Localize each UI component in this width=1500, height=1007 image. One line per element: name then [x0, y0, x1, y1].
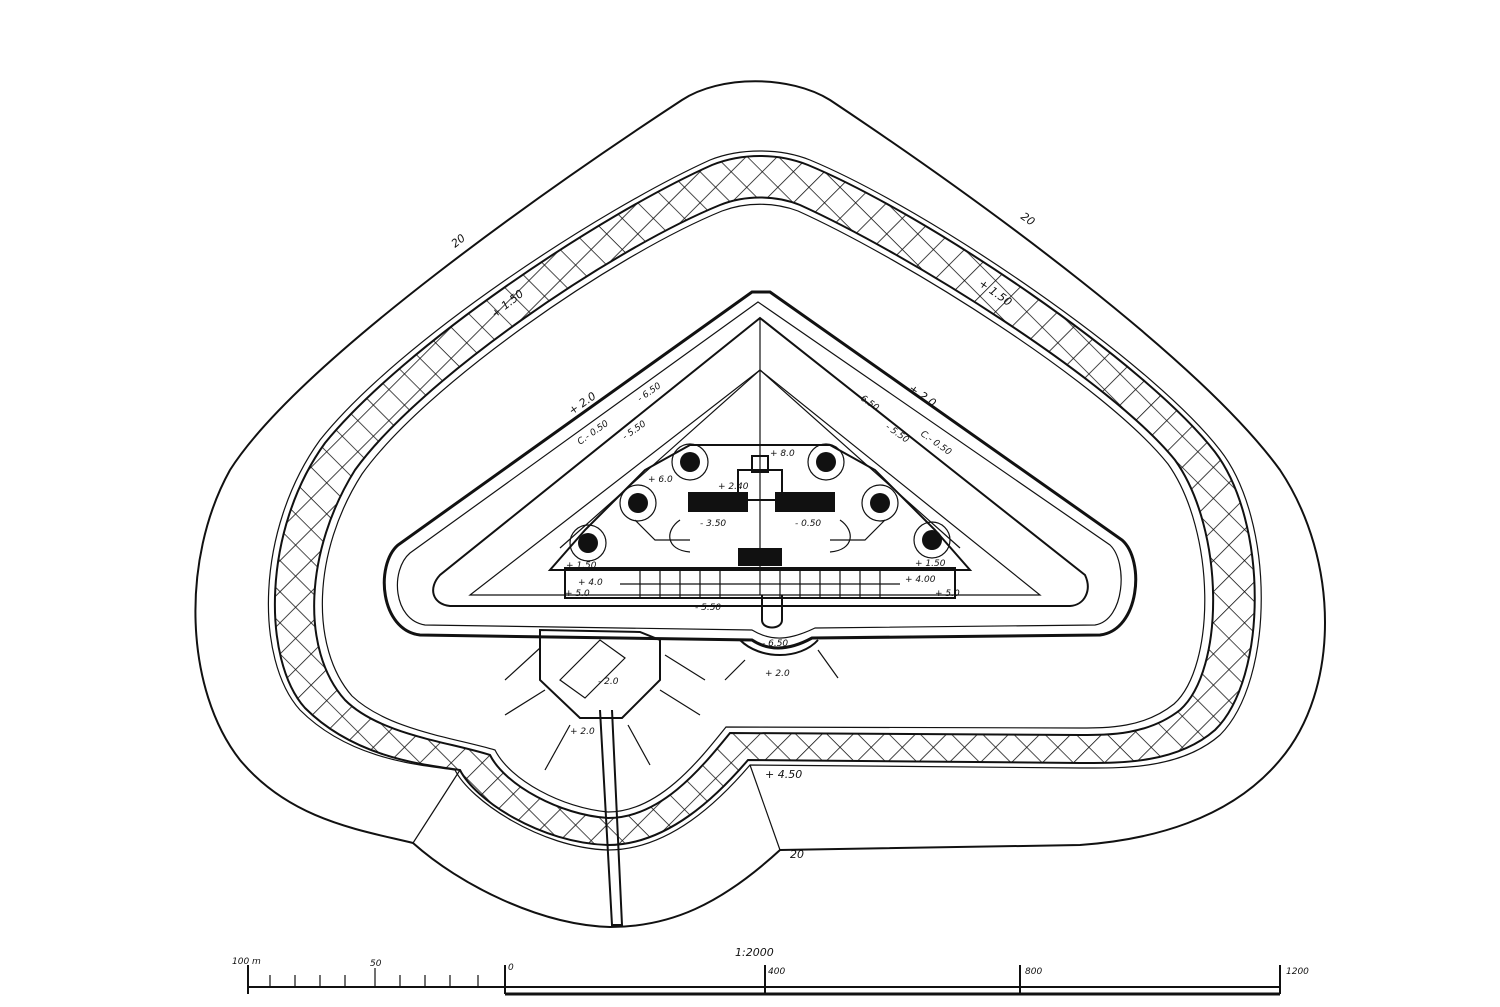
turret-left-1	[569, 524, 607, 562]
ditch-inner-edge	[321, 203, 1206, 813]
gorge-inner	[559, 639, 626, 699]
scale-label-2: 0	[508, 963, 514, 973]
label-gorge-gate-low: + 2.0	[570, 727, 595, 737]
label-gorge-gate: - 2.0	[598, 677, 619, 687]
scale-label-1: 50	[370, 959, 382, 969]
scale-title: 1:2000	[735, 946, 774, 959]
glacis-outline	[194, 80, 1326, 929]
turret-right-1	[807, 443, 845, 481]
label-court-left-4: + 4.0	[578, 578, 603, 588]
label-rampart-left-c: - 5.50	[621, 419, 648, 442]
gallery	[761, 595, 783, 629]
label-rampart-left-a: - 6.50	[636, 381, 663, 404]
turret-right-3	[913, 521, 951, 559]
label-court-center-b: - 0.50	[795, 519, 821, 529]
turret-left-3	[671, 443, 709, 481]
scale-bar: 1:2000 100 m 50 0 400 800 1200	[232, 946, 1309, 996]
court-bays	[634, 519, 886, 553]
well	[751, 455, 769, 473]
barrack-grid	[620, 570, 900, 598]
rampart-inner	[432, 316, 1089, 607]
rampart-outer-2	[396, 301, 1122, 639]
label-caponier-low: + 2.0	[765, 669, 790, 679]
label-court-left-150: + 1.50	[566, 561, 597, 571]
scale-label-5: 1200	[1286, 967, 1309, 977]
central-block	[737, 469, 783, 501]
label-court-left-low: + 6.0	[648, 475, 673, 485]
rampart-outer	[382, 290, 1138, 650]
label-rampart-right-a: - 6.50	[853, 390, 880, 413]
flank-lines	[412, 647, 839, 851]
scale-label-4: 800	[1025, 967, 1042, 977]
label-ditch-bottom: + 4.50	[765, 768, 802, 781]
magazine-right	[775, 492, 835, 512]
terreplein	[468, 369, 1042, 596]
label-court-right-4: + 4.00	[905, 575, 936, 585]
gorge-caponier	[539, 628, 661, 719]
label-caponier: - 6.50	[762, 639, 788, 649]
gate-block	[738, 548, 782, 566]
traverse-left	[559, 369, 761, 549]
label-glacis-left: 20	[449, 232, 468, 251]
label-glacis-bottom-right: 20	[790, 848, 804, 861]
label-rampart-right-top: + 2.0	[906, 382, 938, 410]
gate-ramp	[599, 709, 624, 926]
label-court-bottom-center: - 5.50	[695, 603, 721, 613]
scale-label-0: 100 m	[232, 957, 261, 967]
magazine-left	[688, 492, 748, 512]
label-court-right-5: + 5.0	[935, 589, 960, 599]
label-glacis-right: 20	[1018, 210, 1037, 229]
scale-label-3: 400	[768, 967, 785, 977]
barrack-block	[564, 567, 956, 599]
label-court-center-left: + 2.40	[718, 482, 749, 492]
traverse-right	[759, 369, 961, 549]
turret-left-2	[619, 484, 657, 522]
label-court-center-a: - 3.50	[700, 519, 726, 529]
turret-right-2	[861, 484, 899, 522]
label-court-left-5: + 5.0	[565, 589, 590, 599]
label-court-center-top: + 8.0	[770, 449, 795, 459]
label-court-right-150: + 1.50	[915, 559, 946, 569]
ditch-outer-edge	[267, 150, 1262, 851]
ditch-hatched-band	[273, 155, 1256, 847]
caponier-right	[739, 639, 819, 656]
